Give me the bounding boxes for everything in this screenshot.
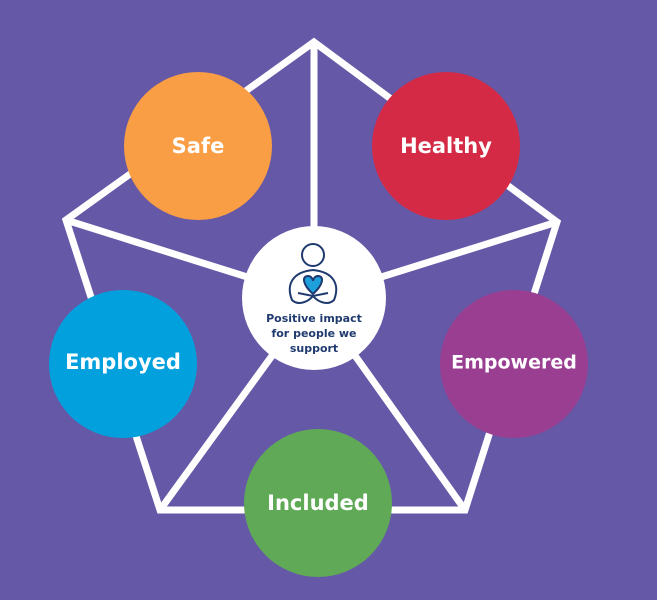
center-hub: Positive impact for people we support bbox=[242, 226, 386, 370]
safe-label: Safe bbox=[172, 134, 225, 158]
empowered-label: Empowered bbox=[451, 352, 577, 374]
included-circle bbox=[244, 429, 392, 577]
center-text-line-1: Positive impact bbox=[266, 312, 362, 325]
healthy-label: Healthy bbox=[400, 134, 492, 158]
person-heart-icon bbox=[288, 243, 338, 304]
healthy-circle bbox=[372, 72, 520, 220]
employed-circle bbox=[49, 290, 197, 438]
outcome-empowered: Empowered bbox=[440, 290, 588, 438]
outcome-safe: Safe bbox=[124, 72, 272, 220]
center-text-line-2: for people we bbox=[271, 327, 356, 340]
center-text-line-3: support bbox=[290, 342, 338, 355]
outcome-employed: Employed bbox=[49, 290, 197, 438]
employed-label: Employed bbox=[65, 350, 181, 374]
outcome-included: Included bbox=[244, 429, 392, 577]
safe-circle bbox=[124, 72, 272, 220]
included-label: Included bbox=[267, 491, 369, 515]
outcome-healthy: Healthy bbox=[372, 72, 520, 220]
empowered-circle bbox=[440, 290, 588, 438]
